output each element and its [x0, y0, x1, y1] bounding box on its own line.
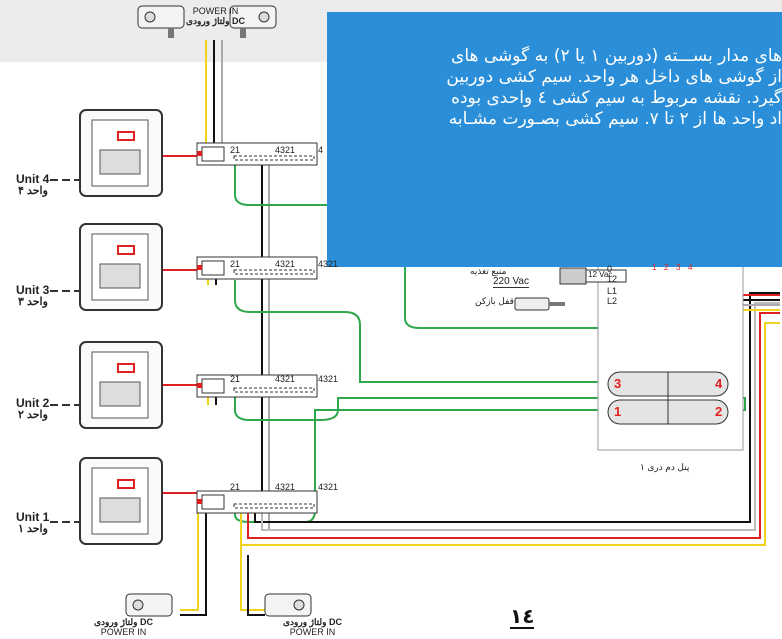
dist2-label-c: 4321	[318, 374, 339, 384]
terminal-l2: L2	[607, 296, 618, 306]
transformer-label: 12 Vac	[588, 270, 613, 279]
unit4-handset-icon	[79, 109, 163, 197]
wire-yellow-cam-br	[240, 545, 265, 611]
unit1-label-fa: واحد ۱	[18, 523, 48, 535]
terminal-0: 0	[607, 264, 613, 274]
page-number: ۱٤	[510, 604, 535, 629]
unit3-label-en: Unit 3	[16, 283, 50, 297]
lock-icon	[514, 297, 565, 311]
wire-yellow-cam-bl	[180, 510, 199, 611]
camera-top-line2: ولتاژ ورودی DC	[186, 16, 245, 26]
wire-black-bottom	[254, 292, 780, 523]
unit4-label-en: Unit 4	[16, 172, 50, 186]
camera-br-line2: POWER IN	[289, 627, 336, 637]
camera-bottom-right-icon	[264, 593, 312, 617]
unit1-distributor	[196, 490, 318, 514]
door-button-4: 4	[715, 376, 723, 391]
dist2-label-a: 21	[230, 374, 241, 384]
wire-gray-bottom	[261, 302, 780, 531]
dist1-label-c: 4321	[318, 482, 339, 492]
unit4-label-fa: واحد ۴	[18, 185, 48, 197]
unit1-handset-icon	[79, 457, 163, 545]
unit3-label-fa: واحد ۳	[18, 296, 48, 308]
wire-black-cam-bl	[180, 510, 207, 616]
unit2-handset-icon	[79, 341, 163, 429]
door-button-1: 1	[614, 404, 622, 419]
dist2-label-b: 4321	[275, 374, 296, 384]
wire-yellow-bottom	[240, 322, 780, 546]
camera-bl-label: ولتاژ ورودی DC POWER IN	[94, 617, 153, 637]
camera-br-label: ولتاژ ورودی DC POWER IN	[283, 617, 342, 637]
camera-bl-line1: ولتاژ ورودی DC	[94, 617, 153, 627]
unit4-distributor	[196, 142, 318, 166]
transformer-icon	[559, 267, 627, 285]
camera-top-right-icon	[229, 5, 277, 38]
camera-br-line1: ولتاژ ورودی DC	[283, 617, 342, 627]
terminal-12: 12	[607, 274, 618, 284]
camera-top-label: POWER IN ولتاژ ورودی DC	[186, 6, 245, 26]
block-num-2: 2	[664, 263, 669, 272]
wire-green-unit3	[234, 280, 608, 383]
info-line-1: های مدار بســـته (دوربین ۱ یا ۲) به گوشی…	[451, 46, 782, 66]
camera-bottom-left-icon	[125, 593, 173, 617]
info-line-3: گیرد. نقشه مربوط به سیم کشی ٤ واحدی بوده	[451, 88, 782, 108]
info-line-4: اد واحد ها از ۲ تا ۷. سیم کشی بصـورت مشـ…	[448, 109, 782, 129]
unit1-label-en: Unit 1	[16, 510, 50, 524]
unit3-handset-icon	[79, 223, 163, 311]
door-buttons	[607, 371, 729, 425]
dist4-label-extra: 4	[318, 145, 324, 155]
supply-label: منبع تغذیه	[470, 266, 507, 276]
unit2-label-en: Unit 2	[16, 396, 50, 410]
wire-black-cam-br	[247, 555, 265, 616]
block-num-4: 4	[688, 263, 693, 272]
info-text: های مدار بســـته (دوربین ۱ یا ۲) به گوشی…	[327, 46, 782, 130]
supply-value: 220 Vac	[493, 276, 529, 288]
dist1-label-a: 21	[230, 482, 241, 492]
camera-top-line1: POWER IN	[192, 6, 239, 16]
unit3-distributor	[196, 256, 318, 280]
block-num-1: 1	[652, 263, 657, 272]
info-line-2: از گوشی های داخل هر واحد. سیم کشی دوربین	[446, 67, 782, 87]
door-button-2: 2	[715, 404, 723, 419]
door-panel-caption: پنل دم دری ۱	[640, 462, 690, 472]
dist3-label-c: 4321	[318, 259, 339, 269]
unit2-label-fa: واحد ۲	[18, 409, 48, 421]
terminal-l1: L1	[607, 286, 618, 296]
camera-top-left-icon	[137, 5, 185, 38]
dist4-label-b: 4321	[275, 145, 296, 155]
lock-label: قفل بازکن	[475, 296, 514, 306]
block-num-3: 3	[676, 263, 681, 272]
dist3-label-a: 21	[230, 259, 241, 269]
camera-bl-line2: POWER IN	[100, 627, 147, 637]
door-button-3: 3	[614, 376, 622, 391]
dist3-label-b: 4321	[275, 259, 296, 269]
dist1-label-b: 4321	[275, 482, 296, 492]
wire-red-bottom	[247, 312, 780, 539]
unit2-distributor	[196, 374, 318, 398]
info-box: های مدار بســـته (دوربین ۱ یا ۲) به گوشی…	[327, 12, 782, 267]
dist4-label-a: 21	[230, 145, 241, 155]
